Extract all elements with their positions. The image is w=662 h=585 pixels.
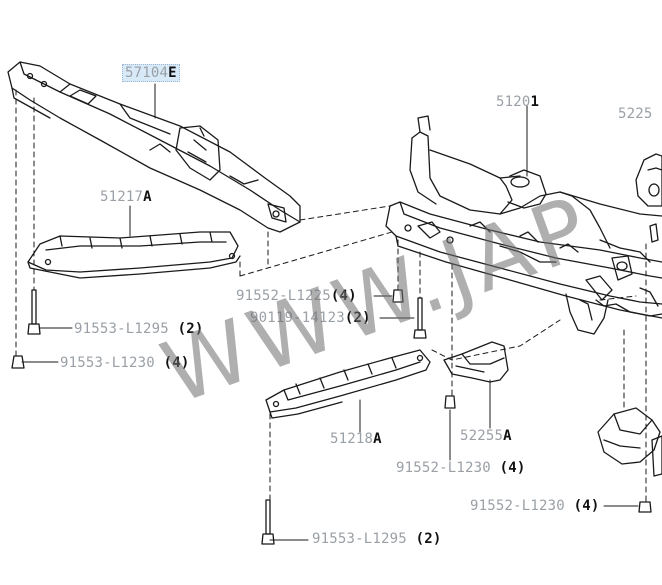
part-code: 91552-L1230	[470, 498, 565, 514]
bolt-right-small	[638, 501, 652, 513]
part-code: 91552-L1225	[236, 288, 331, 304]
part-code: 5225	[618, 106, 653, 122]
part-code: 51217	[100, 189, 144, 205]
front-brace-57104	[7, 61, 301, 233]
part-label-91553-l1230[interactable]: 91553-L1230 (4)	[60, 355, 189, 371]
part-label-91552-l1230-right[interactable]: 91552-L1230 (4)	[470, 498, 599, 514]
bolt-bottom-long	[261, 499, 275, 545]
part-quantity: (4)	[499, 460, 526, 476]
right-lower-bracket	[597, 407, 662, 477]
part-quantity: (2)	[415, 531, 442, 547]
bolt-center-long	[413, 297, 427, 339]
part-code: 51218	[330, 431, 374, 447]
part-label-52255[interactable]: 52255A	[460, 428, 512, 444]
part-label-51201[interactable]: 51201	[496, 94, 539, 110]
suspension-crossmember-51201	[385, 115, 662, 335]
part-code: 5120	[496, 94, 531, 110]
part-suffix: A	[373, 431, 382, 447]
part-label-5225[interactable]: 5225	[618, 106, 653, 122]
part-quantity: (2)	[344, 310, 371, 326]
part-code: 91552-L1230	[396, 460, 491, 476]
part-suffix: A	[143, 189, 152, 205]
engine-mount-bracket	[635, 153, 662, 243]
part-suffix: A	[503, 428, 512, 444]
part-quantity: (4)	[163, 355, 190, 371]
part-label-90119-14123[interactable]: 90119-14123(2)	[250, 310, 371, 326]
part-quantity: (4)	[330, 288, 357, 304]
part-suffix: E	[168, 65, 177, 81]
shield-plate-52255	[443, 341, 509, 383]
part-label-91553-l1295-top[interactable]: 91553-L1295 (2)	[74, 321, 203, 337]
part-code: 57104	[125, 65, 169, 81]
part-code: 91553-L1295	[312, 531, 407, 547]
part-quantity: (4)	[573, 498, 600, 514]
bolt-left-small	[11, 355, 25, 369]
bolt-center-small	[392, 289, 404, 303]
part-label-91552-l1230-mid[interactable]: 91552-L1230 (4)	[396, 460, 525, 476]
part-label-51218[interactable]: 51218A	[330, 431, 382, 447]
part-code: 91553-L1295	[74, 321, 169, 337]
part-suffix: 1	[530, 94, 540, 110]
part-code: 90119-14123	[250, 310, 345, 326]
under-cover-51217	[27, 231, 241, 279]
bolt-upper-left	[27, 289, 41, 335]
bolt-mid-small	[444, 395, 456, 409]
part-label-57104[interactable]: 57104E	[122, 64, 180, 82]
part-label-91553-l1295-bottom[interactable]: 91553-L1295 (2)	[312, 531, 441, 547]
under-cover-51218	[265, 349, 431, 419]
part-label-91552-l1225[interactable]: 91552-L1225(4)	[236, 288, 357, 304]
part-quantity: (2)	[177, 321, 204, 337]
part-label-51217[interactable]: 51217A	[100, 189, 152, 205]
part-code: 52255	[460, 428, 504, 444]
part-code: 91553-L1230	[60, 355, 155, 371]
